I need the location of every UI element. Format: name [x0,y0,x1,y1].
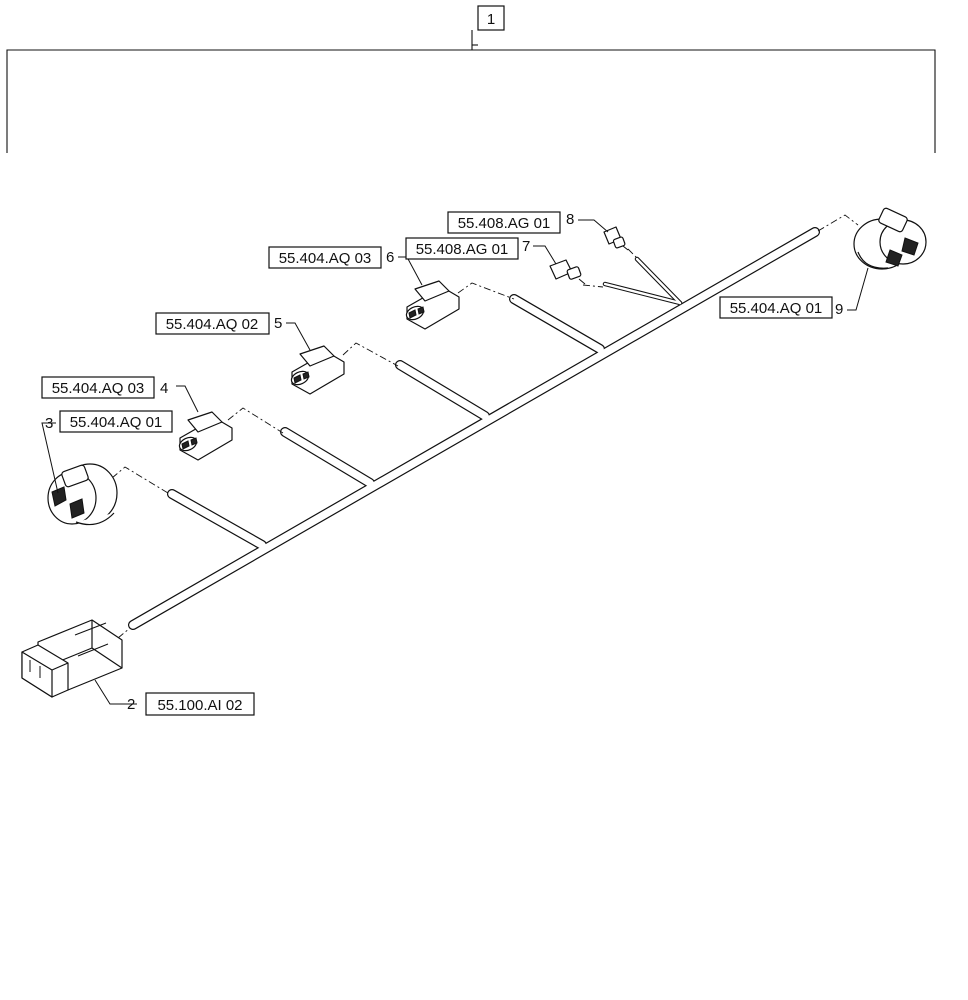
connector-item-6[interactable] [404,280,460,330]
callout-6-ref: 55.404.AQ 03 [279,250,372,267]
callout-8-box [447,211,561,234]
callout-5-number: 5 [274,315,282,332]
callout-7[interactable]: 55.408.AG 01 7 [405,237,530,260]
callout-6-number: 6 [386,249,394,266]
callout-2-box [145,692,255,716]
callout-3[interactable]: 3 55.404.AQ 01 [45,410,173,433]
assembly-item-box [477,5,505,31]
callout-7-box [405,237,519,260]
callout-9-ref: 55.404.AQ 01 [730,300,823,317]
callout-5-ref: 55.404.AQ 02 [166,316,259,333]
assembly-item-number[interactable]: 1 [487,11,495,28]
callout-9-box [719,296,833,319]
connector-item-3[interactable] [47,463,118,526]
callout-7-number: 7 [522,238,530,255]
callout-9-number: 9 [835,301,843,318]
callout-2[interactable]: 2 55.100.AI 02 [127,692,255,716]
callout-leaders [41,219,869,705]
callout-2-number: 2 [127,696,135,713]
callout-4-ref: 55.404.AQ 03 [52,380,145,397]
callout-8-ref: 55.408.AG 01 [458,215,551,232]
callout-3-number: 3 [45,415,53,432]
connector-item-9[interactable] [853,207,927,270]
callout-4-number: 4 [160,380,168,397]
callout-5-box [155,312,270,335]
callout-3-box [59,410,173,433]
assembly-bracket: 1 [6,5,936,153]
callout-7-ref: 55.408.AG 01 [416,241,509,258]
terminal-item-8[interactable] [603,226,629,251]
callout-9[interactable]: 55.404.AQ 01 9 [719,296,843,319]
callout-2-ref: 55.100.AI 02 [157,697,242,714]
callout-5[interactable]: 55.404.AQ 02 5 [155,312,282,335]
connector-item-4[interactable] [177,411,233,461]
callout-4-box [41,376,155,399]
connector-item-5[interactable] [289,345,345,395]
callout-6-box [268,246,382,269]
connector-item-2[interactable] [21,619,123,698]
terminal-item-7[interactable] [549,259,586,285]
callout-6[interactable]: 55.404.AQ 03 6 [268,246,394,269]
callout-8[interactable]: 55.408.AG 01 8 [447,211,574,234]
harness-wires [128,227,820,630]
callout-3-ref: 55.404.AQ 01 [70,414,163,431]
callout-8-number: 8 [566,211,574,228]
connection-lines [111,214,859,639]
callout-4[interactable]: 55.404.AQ 03 4 [41,376,168,399]
